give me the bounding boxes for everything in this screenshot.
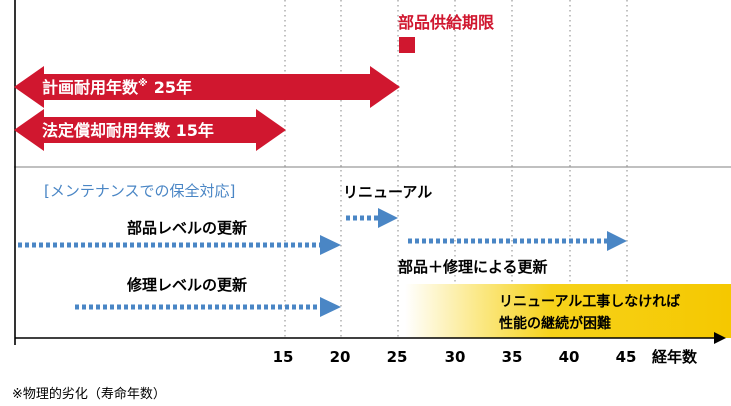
parts-repair-label: 部品＋修理による更新 xyxy=(398,258,548,276)
x-axis-unit: 経年数 xyxy=(652,348,698,366)
parts-repair-arrow-head xyxy=(607,231,627,251)
x-axis-arrow-icon xyxy=(714,332,726,344)
renewal-arrow-head xyxy=(378,208,398,228)
x-tick-label: 20 xyxy=(330,348,351,366)
planned-life-label: 計画耐用年数※25年 xyxy=(42,77,192,97)
parts-deadline-marker xyxy=(399,37,415,53)
footnote: ※物理的劣化（寿命年数） xyxy=(12,386,166,402)
x-tick-label: 30 xyxy=(445,348,466,366)
renewal-label: リニューアル xyxy=(343,183,432,201)
difficulty-band xyxy=(405,284,731,338)
repair-level-label: 修理レベルの更新 xyxy=(126,276,247,294)
planned-life-arrow xyxy=(14,66,400,108)
legal-life-arrow xyxy=(14,109,286,151)
x-tick-label: 15 xyxy=(273,348,294,366)
maintenance-heading: [メンテナンスでの保全対応] xyxy=(44,182,235,200)
gridlines xyxy=(284,0,628,338)
x-tick-label: 40 xyxy=(559,348,580,366)
legal-life-label: 法定償却耐用年数 15年 xyxy=(42,121,214,140)
x-tick-label: 45 xyxy=(616,348,637,366)
parts-level-arrow-head xyxy=(320,235,341,255)
repair-level-arrow-head xyxy=(320,297,341,317)
difficulty-line-2: 性能の継続が困難 xyxy=(499,315,611,332)
difficulty-line-1: リニューアル工事しなければ xyxy=(499,293,680,310)
parts-deadline-label: 部品供給期限 xyxy=(398,13,495,32)
x-tick-label: 35 xyxy=(502,348,523,366)
parts-level-label: 部品レベルの更新 xyxy=(127,219,247,237)
planned-life-mark: ※ xyxy=(138,77,148,89)
x-tick-label: 25 xyxy=(387,348,408,366)
x-tick-labels: 15 20 25 30 35 40 45 xyxy=(273,348,637,366)
planned-life-years: 25年 xyxy=(154,78,192,97)
